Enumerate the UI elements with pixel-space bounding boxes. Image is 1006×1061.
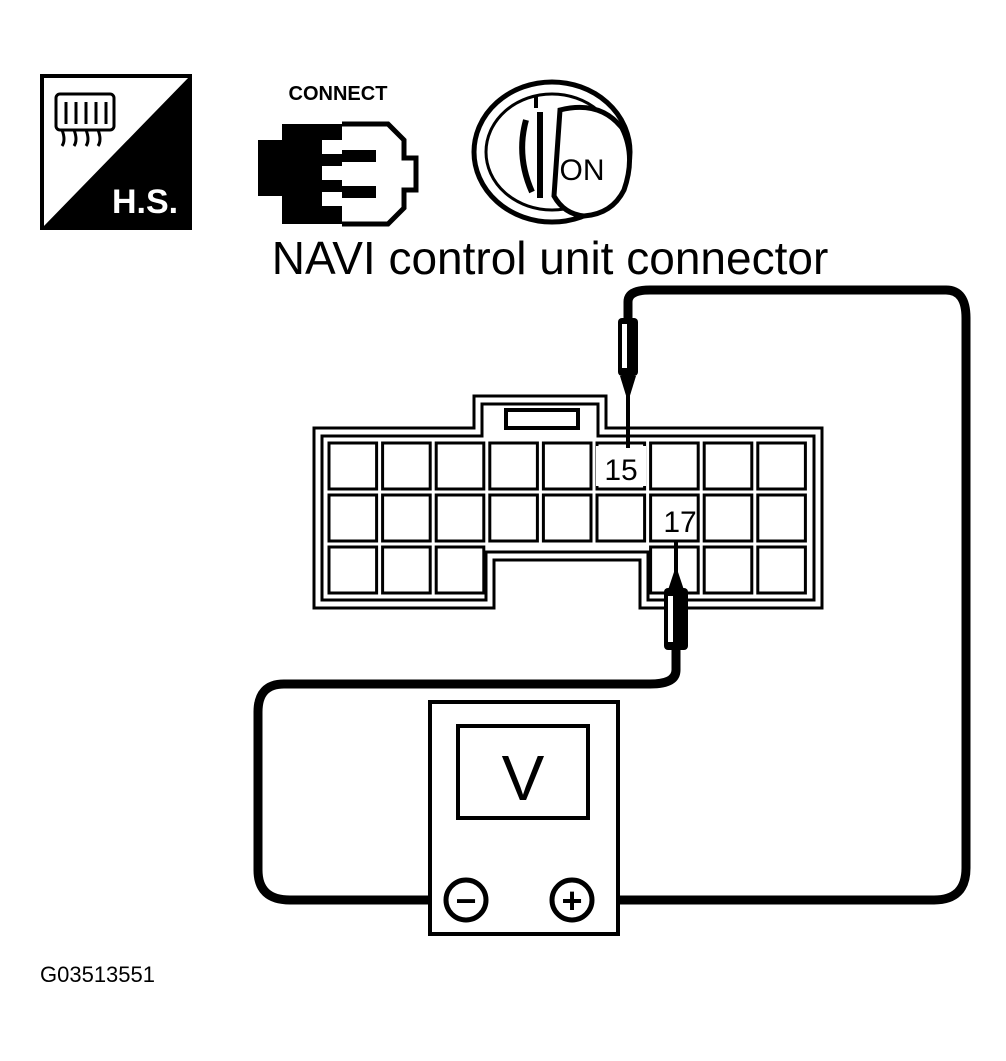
voltmeter-display — [456, 724, 590, 820]
connect-icon: CONNECT — [258, 83, 419, 227]
connector-cavity — [756, 545, 807, 595]
harness-side-icon: H.S. — [40, 74, 192, 230]
connector-cavity — [702, 493, 754, 543]
negative-terminal-label: − — [455, 880, 476, 921]
connector-cavity — [434, 441, 486, 491]
connector-cavity — [327, 545, 379, 595]
voltmeter: V − + — [428, 700, 620, 936]
connector-title: NAVI control unit connector — [272, 232, 829, 284]
connector-lock-tab — [504, 408, 580, 430]
connector-cavity — [434, 493, 486, 543]
navi-connector: 15 17 — [312, 394, 824, 610]
connector-cavity — [327, 493, 379, 543]
connector-cavity — [649, 441, 700, 491]
negative-lead-wire — [253, 643, 681, 905]
test-leads — [253, 285, 971, 905]
connect-label: CONNECT — [289, 83, 388, 105]
pin-15-label: 15 — [604, 454, 637, 487]
figure-id: G03513551 — [40, 962, 155, 987]
connector-cavity — [434, 545, 486, 595]
negative-probe — [664, 540, 688, 650]
connector-harness-icon — [54, 92, 116, 147]
ignition-on-label: ON — [560, 154, 605, 187]
positive-terminal: + — [549, 877, 595, 923]
connector-cavity — [488, 441, 539, 491]
connector-cavity — [702, 441, 754, 491]
connector-cavity — [381, 545, 432, 595]
connector-cavity — [702, 545, 754, 595]
connector-cavity — [756, 441, 807, 491]
hs-label: H.S. — [112, 183, 178, 221]
connector-cavity — [381, 493, 432, 543]
voltmeter-unit: V — [502, 742, 545, 814]
ignition-key-icon: ON — [471, 79, 633, 225]
positive-probe — [618, 318, 638, 448]
connector-cavity — [756, 493, 807, 543]
positive-terminal-label: + — [561, 880, 582, 921]
pin-17-label: 17 — [663, 506, 696, 539]
connector-cavity-grid — [327, 441, 807, 595]
connector-cavity — [541, 441, 593, 491]
positive-lead-wire — [581, 285, 971, 905]
connector-cavity — [541, 493, 593, 543]
connector-cavity — [327, 441, 379, 491]
connector-cavity — [488, 493, 539, 543]
negative-terminal: − — [443, 877, 489, 923]
connector-cavity — [381, 441, 432, 491]
connector-cavity — [595, 493, 647, 543]
